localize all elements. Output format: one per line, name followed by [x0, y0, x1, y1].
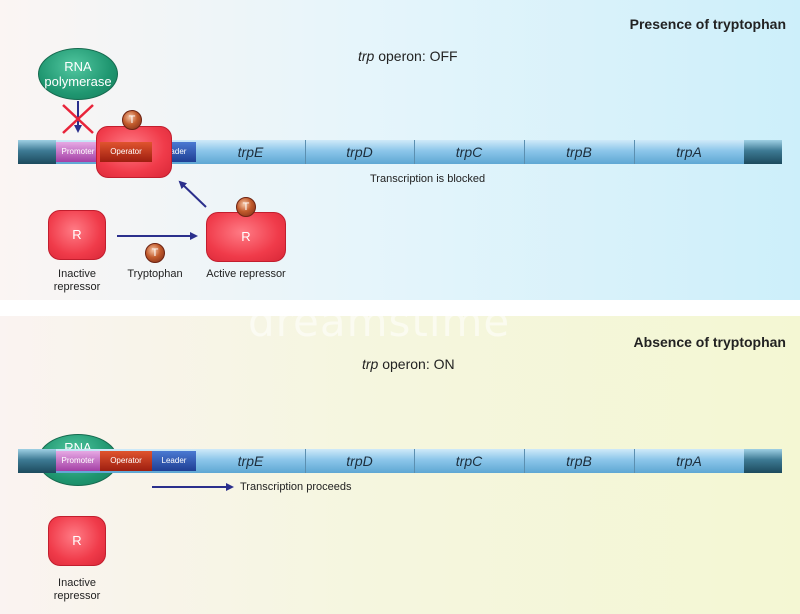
gene-trpC: trpC — [455, 144, 483, 160]
inactive-repressor-top: R — [48, 210, 106, 260]
bound-tryptophan: T — [122, 110, 142, 130]
active-repressor-tryptophan: T — [236, 197, 256, 217]
dna-left-cap — [18, 140, 56, 164]
inactive-repressor-caption-bottom: Inactive repressor — [53, 577, 101, 602]
absence-heading: Absence of tryptophan — [633, 334, 786, 350]
gene-trpA: trpA — [676, 453, 702, 469]
promoter-region: Promoter — [56, 451, 100, 471]
gene-trpA: trpA — [676, 144, 702, 160]
leader-region: Leader — [152, 451, 196, 471]
inactive-repressor-bottom: R — [48, 516, 106, 566]
dna-left-cap — [18, 449, 56, 473]
operon-state-off: trp operon: OFF — [358, 48, 458, 64]
presence-heading: Presence of tryptophan — [629, 16, 786, 32]
active-repressor-caption: Active repressor — [206, 268, 286, 280]
transcription-blocked-note: Transcription is blocked — [370, 173, 486, 185]
operator-region: Operator — [100, 451, 152, 471]
gene-trpC: trpC — [455, 453, 483, 469]
active-repressor: R — [206, 212, 286, 262]
operon-state-on: trp operon: ON — [362, 356, 455, 372]
rna-polymerase-top: RNA polymerase — [38, 48, 118, 100]
operator-region-overlay: Operator — [100, 142, 152, 162]
promoter-region: Promoter — [56, 142, 100, 162]
tryptophan-caption: Tryptophan — [127, 268, 183, 280]
dna-right-cap — [744, 140, 782, 164]
gene-trpD: trpD — [346, 144, 373, 160]
gene-trpB: trpB — [566, 144, 592, 160]
gene-trpE: trpE — [237, 144, 264, 160]
dna-right-cap — [744, 449, 782, 473]
gene-trpE: trpE — [237, 453, 264, 469]
tryptophan-molecule: T — [145, 243, 165, 263]
inactive-repressor-caption-top: Inactive repressor — [53, 268, 101, 293]
operon-dna-bottom: Promoter Operator Leader trpE trpD trpC … — [18, 449, 782, 473]
gene-trpB: trpB — [566, 453, 592, 469]
gene-trpD: trpD — [346, 453, 373, 469]
transcription-proceeds-note: Transcription proceeds — [240, 481, 352, 493]
panel-divider — [0, 300, 800, 316]
watermark: dreamstime — [248, 297, 511, 346]
